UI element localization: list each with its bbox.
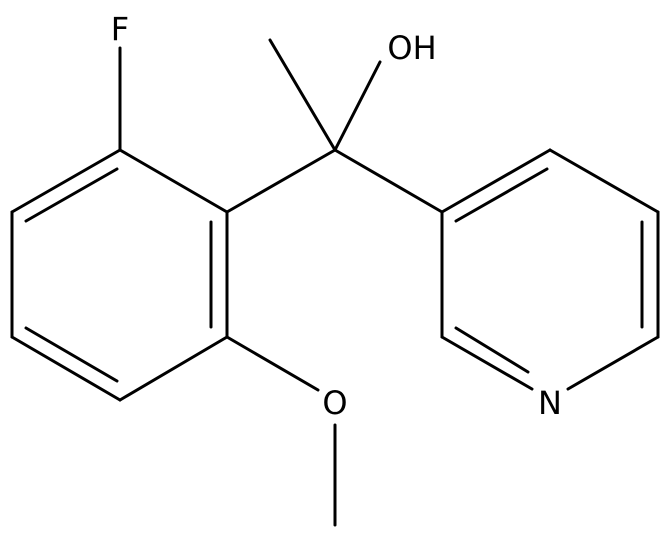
pyridine-nitrogen-label: N [538,384,562,422]
bond-p4-nitrogen [566,335,660,391]
bond-c2-c3-inner [24,167,119,223]
bond-central-hydroxyl [333,60,382,152]
fluorine-label: F [111,10,129,48]
benzene-ring [10,148,229,402]
bond-nitrogen-p6-inner [454,326,530,374]
bond-c1-c2 [118,148,229,214]
bond-central-methyl [268,38,337,152]
methoxy-oxygen-label: O [322,384,347,422]
bond-c4-c5-inner [24,326,119,383]
bond-c4-c5 [10,335,122,402]
bond-c5-c6 [118,335,229,402]
bond-p1-p2-inner [454,167,549,223]
hydroxyl-label: OH [387,29,436,67]
bond-c6-methoxy-oxygen [225,335,320,392]
bond-nitrogen-p6 [440,335,534,391]
bond-p2-p3 [548,148,660,214]
pyridine-ring [440,148,660,391]
bond-p1-p2 [440,148,552,214]
bond-central-pyridine [333,148,444,214]
bond-c1-central-carbon [225,148,337,214]
bond-c2-c3 [10,148,122,214]
